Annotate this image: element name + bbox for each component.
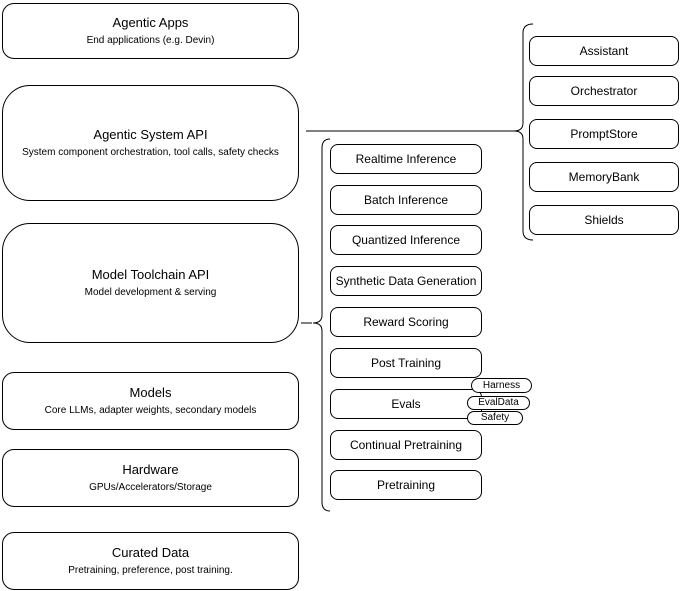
box-subtitle: System component orchestration, tool cal…	[22, 147, 279, 158]
component-box-continual-pretraining: Continual Pretraining	[330, 430, 482, 460]
brace-toolchain-components	[312, 138, 331, 512]
eval-tag-evaldata: EvalData	[467, 396, 530, 410]
box-title: Agentic Apps	[112, 15, 189, 30]
component-box-evals: Evals	[330, 389, 482, 419]
box-title: Agentic System API	[93, 127, 208, 142]
component-box-post-training: Post Training	[330, 348, 482, 378]
box-model-toolchain-api: Model Toolchain API Model development & …	[2, 223, 299, 343]
component-box-reward-scoring: Reward Scoring	[330, 307, 482, 337]
box-curated-data: Curated Data Pretraining, preference, po…	[2, 532, 299, 590]
eval-tag-safety: Safety	[467, 411, 523, 425]
system-box-shields: Shields	[529, 205, 679, 235]
box-hardware: Hardware GPUs/Accelerators/Storage	[2, 449, 299, 507]
box-title: Models	[129, 385, 172, 400]
component-box-synthetic-data-generation: Synthetic Data Generation	[330, 266, 482, 296]
box-subtitle: Pretraining, preference, post training.	[68, 565, 233, 576]
box-subtitle: Core LLMs, adapter weights, secondary mo…	[44, 405, 257, 416]
box-subtitle: End applications (e.g. Devin)	[86, 35, 215, 46]
box-agentic-apps: Agentic Apps End applications (e.g. Devi…	[2, 3, 299, 59]
eval-tag-harness: Harness	[471, 378, 532, 393]
box-title: Curated Data	[111, 545, 190, 560]
box-subtitle: GPUs/Accelerators/Storage	[89, 482, 212, 493]
box-title: Hardware	[122, 462, 179, 477]
system-box-promptstore: PromptStore	[529, 119, 679, 149]
box-models: Models Core LLMs, adapter weights, secon…	[2, 372, 299, 430]
component-box-pretraining: Pretraining	[330, 470, 482, 500]
component-box-batch-inference: Batch Inference	[330, 185, 482, 215]
component-box-realtime-inference: Realtime Inference	[330, 144, 482, 174]
system-box-assistant: Assistant	[529, 36, 679, 66]
box-agentic-system-api: Agentic System API System component orch…	[2, 85, 299, 201]
box-title: Model Toolchain API	[91, 267, 210, 282]
system-box-orchestrator: Orchestrator	[529, 76, 679, 106]
box-subtitle: Model development & serving	[84, 287, 217, 298]
system-box-memorybank: MemoryBank	[529, 162, 679, 192]
component-box-quantized-inference: Quantized Inference	[330, 225, 482, 255]
